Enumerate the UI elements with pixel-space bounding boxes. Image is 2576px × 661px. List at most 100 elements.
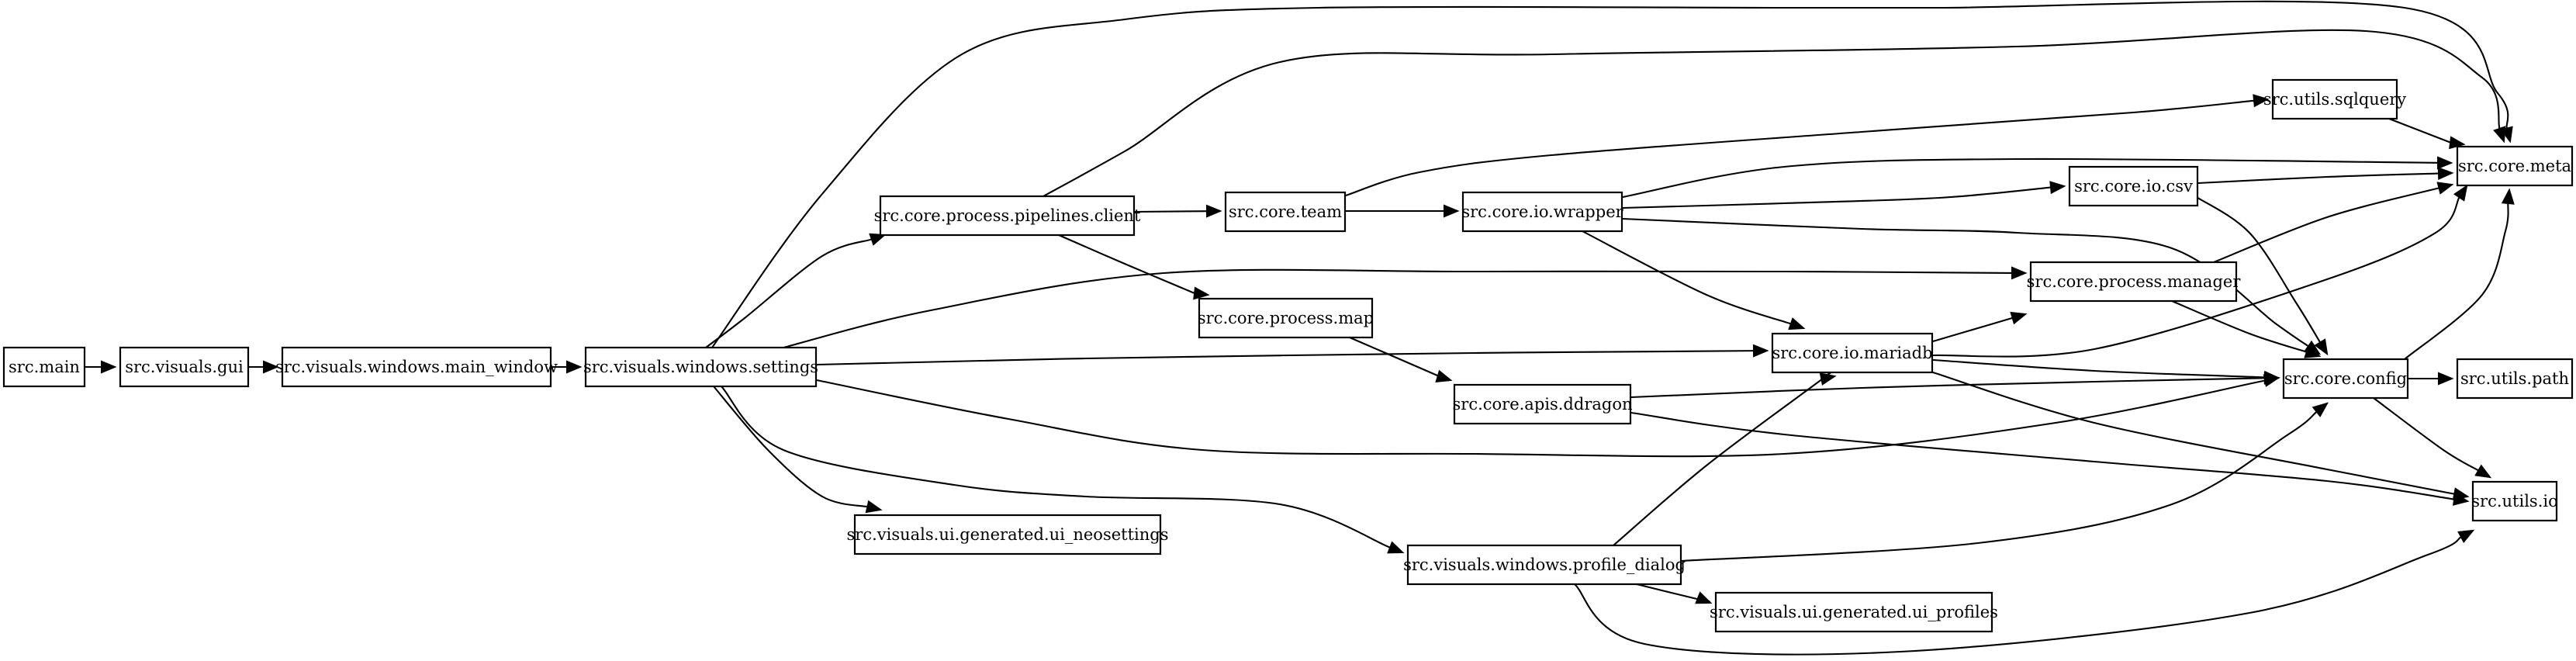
arrowhead-icon — [2010, 311, 2028, 325]
node-label: src.core.io.wrapper — [1461, 202, 1623, 221]
edge-line — [783, 268, 2013, 349]
edge-line — [2197, 172, 2439, 185]
edge-config-to-meta — [2404, 188, 2515, 360]
arrowhead-icon — [1444, 204, 1460, 218]
node-box — [1453, 383, 1632, 425]
node-box — [2029, 261, 2238, 303]
arrowhead-icon — [2011, 266, 2028, 280]
edge-pipelines-client-to-meta — [1043, 29, 2506, 197]
arrowhead-icon — [2474, 464, 2492, 479]
arrowhead-icon — [1788, 317, 1806, 330]
node-label: src.visuals.windows.profile_dialog — [1403, 555, 1686, 574]
node-mariadb: src.core.io.mariadb — [1771, 332, 1934, 374]
arrowhead-icon — [2453, 184, 2468, 202]
node-team: src.core.team — [1224, 191, 1347, 233]
edge-line — [1613, 371, 1832, 546]
edge-main-to-gui — [85, 360, 117, 374]
arrowhead-icon — [2452, 487, 2470, 500]
node-label: src.core.process.map — [1198, 309, 1374, 327]
edge-line — [711, 0, 2509, 348]
node-label: src.utils.sqlquery — [2263, 90, 2406, 109]
node-sqlquery: src.utils.sqlquery — [2263, 78, 2406, 120]
arrowhead-icon — [1387, 541, 1405, 554]
node-ddragon: src.core.apis.ddragon — [1453, 383, 1633, 425]
edge-process-map-to-ddragon — [1349, 337, 1453, 382]
edge-pipelines-client-to-team — [1134, 204, 1222, 218]
edge-line — [721, 386, 1391, 549]
node-label: src.core.apis.ddragon — [1453, 395, 1633, 414]
node-box — [2068, 165, 2199, 207]
edge-settings-to-ui-neosettings — [713, 386, 883, 514]
edge-line — [1932, 358, 2266, 379]
edge-line — [1582, 230, 1792, 325]
arrowhead-icon — [2049, 181, 2066, 195]
node-main: src.main — [2, 346, 86, 388]
node-label: src.core.meta — [2458, 157, 2571, 175]
node-box — [879, 195, 1136, 237]
node-box — [1224, 191, 1347, 233]
edge-line — [1622, 157, 2439, 199]
edge-line — [2194, 196, 2322, 344]
arrowhead-icon — [1193, 286, 1210, 300]
edge-io-wrapper-to-mariadb — [1582, 230, 1806, 330]
edge-team-to-sqlquery — [1345, 94, 2270, 197]
edge-line — [1622, 186, 2052, 209]
arrowhead-icon — [2436, 182, 2454, 195]
arrowhead-icon — [2437, 167, 2454, 181]
node-label: src.core.process.manager — [2027, 272, 2242, 291]
edge-gui-to-main-window — [249, 360, 279, 374]
edge-config-to-utils-io — [2373, 397, 2492, 479]
node-box — [1714, 591, 1993, 633]
edge-line — [1630, 377, 2266, 399]
edge-profile-dialog-to-utils-io — [1574, 529, 2475, 656]
node-process-manager: src.core.process.manager — [2027, 261, 2242, 303]
node-box — [2, 346, 86, 388]
edge-line — [1932, 196, 2460, 358]
edge-settings-to-profile-dialog — [721, 386, 1405, 554]
edge-profile-dialog-to-config — [1680, 402, 2329, 562]
node-label: src.visuals.ui.generated.ui_profiles — [1710, 603, 1998, 621]
arrowhead-icon — [2501, 188, 2515, 205]
arrowhead-icon — [2438, 372, 2454, 386]
node-label: src.core.process.pipelines.client — [874, 206, 1141, 225]
edge-profile-dialog-to-ui-profiles — [1636, 583, 1713, 604]
edge-line — [1680, 410, 2318, 562]
edge-ddragon-to-config — [1630, 371, 2280, 399]
node-box — [2456, 358, 2574, 400]
arrowhead-icon — [263, 360, 279, 374]
node-meta: src.core.meta — [2456, 145, 2574, 187]
node-label: src.core.team — [1229, 202, 1342, 221]
node-profile-dialog: src.visuals.windows.profile_dialog — [1403, 544, 1686, 586]
arrowhead-icon — [1205, 204, 1222, 218]
node-label: src.main — [9, 358, 80, 376]
arrowhead-icon — [2311, 402, 2329, 417]
edge-config-to-utils-path — [2408, 372, 2454, 386]
node-io-wrapper: src.core.io.wrapper — [1461, 191, 1624, 233]
edge-line — [1043, 29, 2501, 197]
arrowhead-icon — [2314, 338, 2329, 356]
edge-mariadb-to-process-manager — [1932, 311, 2028, 343]
node-box — [1771, 332, 1934, 374]
node-label: src.visuals.ui.generated.ui_neosettings — [847, 525, 1169, 544]
node-box — [2456, 145, 2574, 187]
edge-settings-to-mariadb — [816, 344, 1769, 366]
edge-line — [2171, 300, 2308, 353]
arrowhead-icon — [865, 500, 883, 514]
edge-line — [1345, 99, 2255, 197]
node-label: src.visuals.windows.settings — [583, 358, 818, 376]
edge-process-manager-to-config — [2171, 300, 2322, 358]
arrowhead-icon — [2253, 94, 2270, 108]
arrowhead-icon — [2263, 370, 2280, 384]
edge-layer — [85, 0, 2515, 656]
node-box — [1198, 297, 1374, 339]
node-box — [2271, 78, 2398, 120]
edge-line — [705, 238, 873, 348]
edge-line — [816, 379, 2266, 458]
edge-line — [1622, 217, 2309, 348]
arrowhead-icon — [566, 360, 583, 374]
edge-line — [2373, 397, 2479, 472]
node-ui-neosettings: src.visuals.ui.generated.ui_neosettings — [847, 514, 1169, 555]
node-box — [1406, 544, 1682, 586]
edge-line — [713, 386, 868, 508]
node-utils-io: src.utils.io — [2471, 480, 2558, 522]
